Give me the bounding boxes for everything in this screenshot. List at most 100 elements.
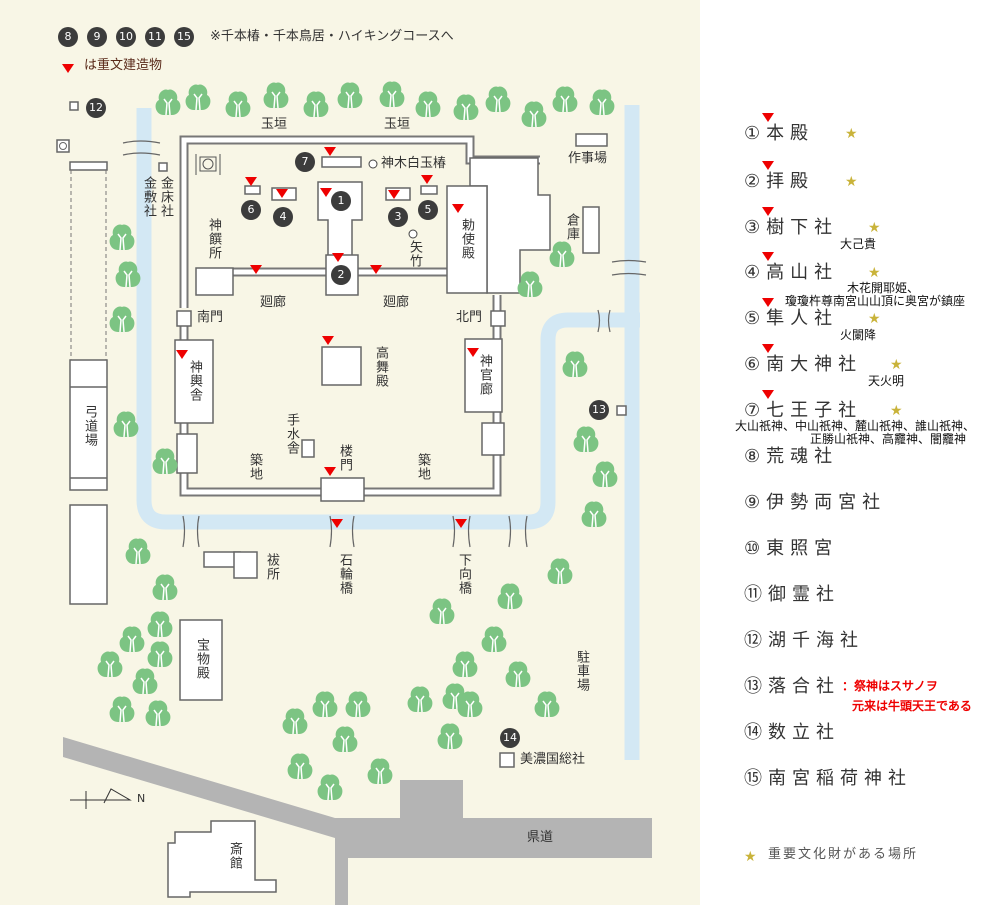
triangle-icon bbox=[762, 344, 774, 353]
legend-item: ②拝殿 bbox=[744, 161, 815, 192]
triangle-gekobashi bbox=[455, 519, 467, 528]
star-icon: ★ bbox=[890, 403, 903, 419]
triangle-icon bbox=[762, 298, 774, 307]
tree-icon bbox=[115, 261, 141, 288]
triangle-icon bbox=[762, 161, 774, 170]
kinshosha-label: 金床社 bbox=[157, 176, 173, 218]
legend-item-label: ④高山社 bbox=[744, 262, 839, 283]
tree-icon bbox=[317, 774, 343, 801]
star-icon: ★ bbox=[845, 126, 858, 142]
legend-note: 元来は牛頭天王である bbox=[852, 699, 972, 713]
marker-5[interactable]: 5 bbox=[418, 200, 438, 220]
tree-icon bbox=[113, 411, 139, 438]
legend-item-label: ⑩東照宮 bbox=[744, 538, 839, 559]
legend-note: 大山祇神、中山祇神、麓山祇神、誰山祇神、 bbox=[735, 419, 976, 433]
shinboku-label: 神木白玉椿 bbox=[381, 156, 447, 171]
minokuni-label: 美濃国総社 bbox=[520, 752, 586, 767]
marker-7[interactable]: 7 bbox=[295, 152, 315, 172]
marker-10[interactable]: 10 bbox=[116, 27, 136, 47]
north-arrow-icon bbox=[70, 788, 132, 809]
legend-item: ③樹下社 bbox=[744, 207, 839, 238]
tamagaki-label: 玉垣 bbox=[261, 117, 288, 132]
triangle-kairo bbox=[250, 265, 262, 274]
soko-label: 倉庫 bbox=[563, 213, 579, 241]
star-icon: ★ bbox=[890, 357, 903, 373]
marker-11[interactable]: 11 bbox=[145, 27, 165, 47]
marker-8[interactable]: 8 bbox=[58, 27, 78, 47]
tree-icon bbox=[287, 753, 313, 780]
tree-icon bbox=[549, 241, 575, 268]
marker-14[interactable]: 14 bbox=[500, 728, 520, 748]
triangle-chokushiden bbox=[452, 204, 464, 213]
marker-3[interactable]: 3 bbox=[388, 207, 408, 227]
roads bbox=[63, 737, 652, 905]
tsuiji-label: 築地 bbox=[246, 453, 262, 481]
legend-item: ⑨伊勢両宮社 bbox=[744, 492, 886, 513]
legend-note: 木花開耶姫、 bbox=[847, 281, 920, 295]
legend-item: ⑫湖千海社 bbox=[744, 630, 864, 651]
tree-icon bbox=[437, 723, 463, 750]
tree-icon bbox=[109, 696, 135, 723]
shinyosha-label: 神輿舎 bbox=[186, 360, 202, 402]
tree-icon bbox=[147, 611, 173, 638]
legend-item: ①本殿 bbox=[744, 113, 814, 144]
legend-footer: 重要文化財がある場所 bbox=[768, 847, 919, 862]
star-icon: ★ bbox=[868, 220, 881, 236]
tree-icon bbox=[592, 461, 618, 488]
legend-item-label: ⑥南大神社 bbox=[744, 354, 863, 375]
legend-item: ⑤隼人社 bbox=[744, 298, 838, 329]
tree-icon bbox=[407, 686, 433, 713]
tree-icon bbox=[147, 641, 173, 668]
marker-4[interactable]: 4 bbox=[273, 207, 293, 227]
tree-icon bbox=[573, 426, 599, 453]
chushajo-label: 駐車場 bbox=[573, 650, 589, 692]
tree-icon bbox=[505, 661, 531, 688]
triangle-icon bbox=[762, 113, 774, 122]
chokushiden-label: 勅使殿 bbox=[458, 218, 474, 260]
tree-icon bbox=[547, 558, 573, 585]
legend-item-label: ⑨伊勢両宮社 bbox=[744, 492, 887, 513]
legend-item: ④高山社 bbox=[744, 252, 839, 283]
legend-item: ⑧荒魂社 bbox=[744, 446, 838, 467]
triangle-kairo bbox=[370, 265, 382, 274]
marker-13[interactable]: 13 bbox=[589, 400, 609, 420]
marker-9[interactable]: 9 bbox=[87, 27, 107, 47]
tree-icon bbox=[453, 94, 479, 121]
marker-2[interactable]: 2 bbox=[331, 265, 351, 285]
legend-item-label: ③樹下社 bbox=[744, 217, 839, 238]
tree-icon bbox=[485, 86, 511, 113]
bridges bbox=[122, 140, 647, 548]
triangle-icon bbox=[62, 64, 74, 73]
tsuiji-label: 築地 bbox=[414, 453, 430, 481]
tree-icon bbox=[562, 351, 588, 378]
legend-note: 大己貴 bbox=[840, 237, 877, 251]
legend-note: 瓊瓊杵尊南宮山山頂に奥宮が鎮座 bbox=[785, 294, 966, 308]
triangle-ishiwabashi bbox=[331, 519, 343, 528]
legend-item: ⑦七王子社 bbox=[744, 390, 863, 421]
kanashikisha-label: 金敷社 bbox=[140, 176, 156, 218]
tree-icon bbox=[132, 668, 158, 695]
marker-6[interactable]: 6 bbox=[241, 200, 261, 220]
hokumon-label: 北門 bbox=[456, 310, 483, 325]
tree-icon bbox=[552, 86, 578, 113]
legend-note: 天火明 bbox=[868, 374, 905, 388]
tree-icon bbox=[521, 101, 547, 128]
tree-icon bbox=[534, 691, 560, 718]
marker-12[interactable]: 12 bbox=[86, 98, 106, 118]
tree-icon bbox=[109, 224, 135, 251]
legend-item-label: ⑦七王子社 bbox=[744, 400, 863, 421]
marker-1[interactable]: 1 bbox=[331, 191, 351, 211]
legend-item: ⑥南大神社 bbox=[744, 344, 863, 375]
marker-15[interactable]: 15 bbox=[174, 27, 194, 47]
triangle-icon bbox=[762, 390, 774, 399]
tree-icon bbox=[97, 651, 123, 678]
tree-icon bbox=[152, 574, 178, 601]
triangle-komaiden bbox=[322, 336, 334, 345]
star-icon: ★ bbox=[868, 265, 881, 281]
north-label: N bbox=[137, 792, 146, 805]
tree-icon bbox=[145, 700, 171, 727]
tree-icon bbox=[415, 91, 441, 118]
homotsuden-label: 宝物殿 bbox=[193, 638, 209, 680]
legend-item-label: ②拝殿 bbox=[744, 171, 815, 192]
star-icon: ★ bbox=[868, 311, 881, 327]
